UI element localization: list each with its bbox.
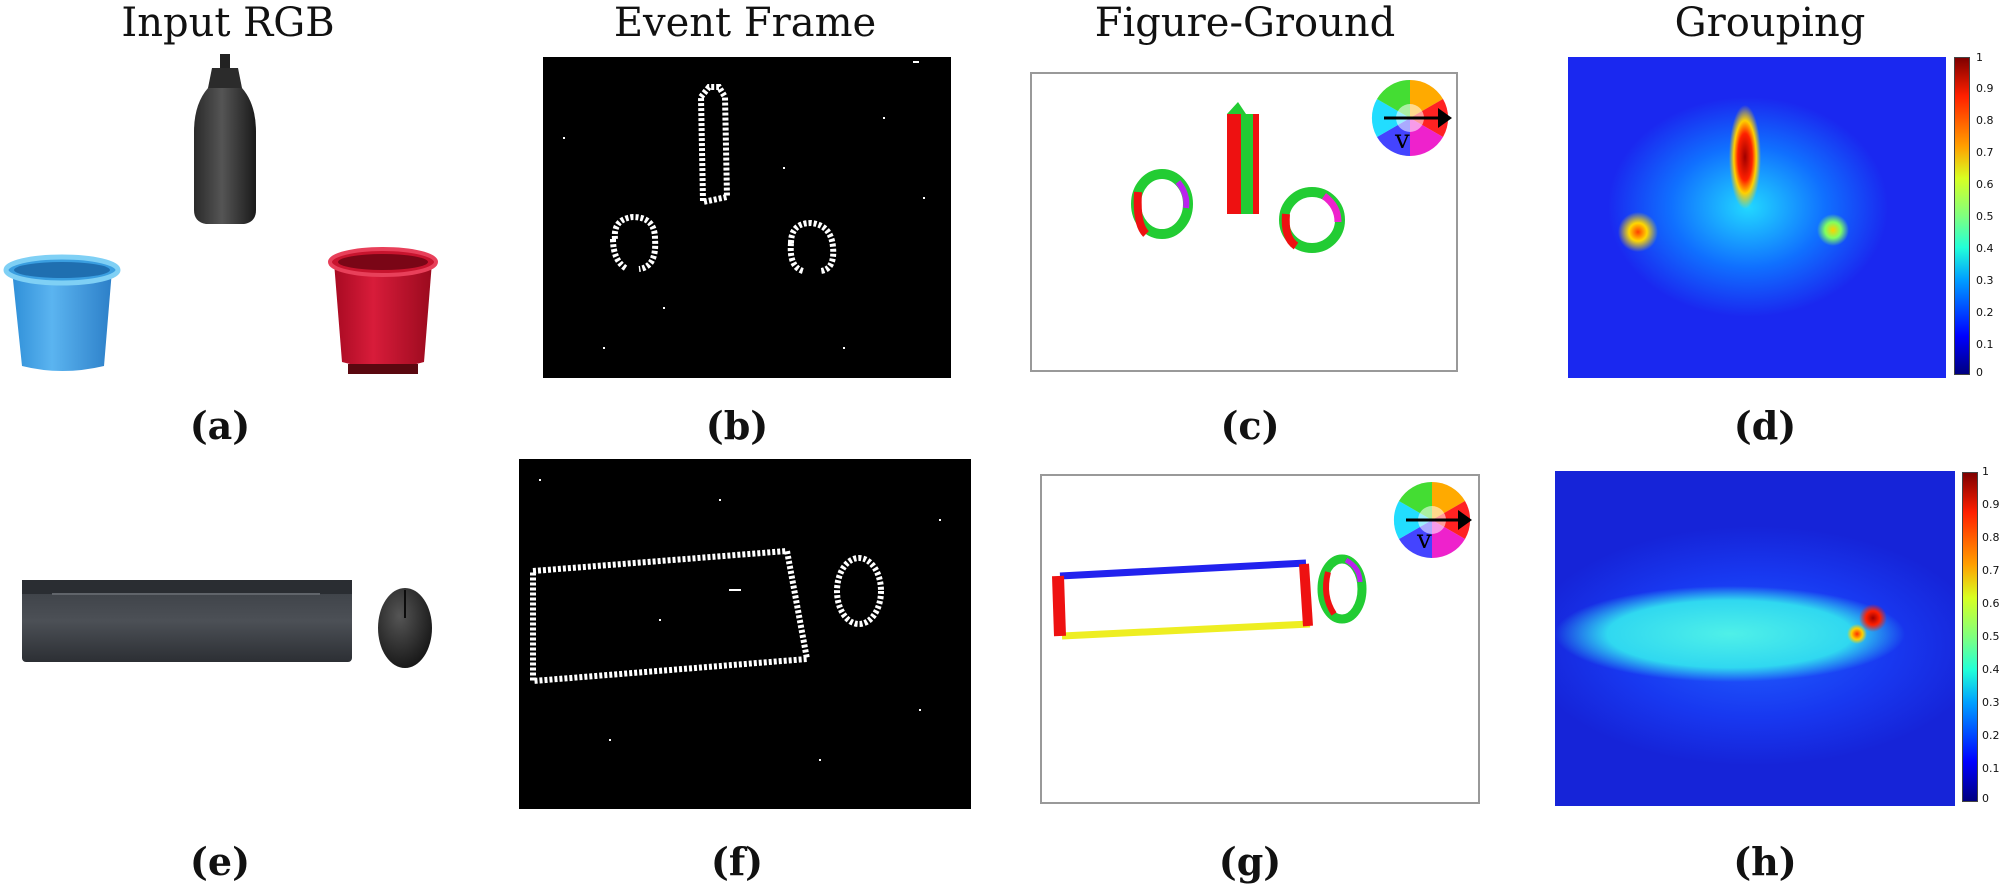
tick-label: 0.8 <box>1982 531 2000 544</box>
tick-label: 0.5 <box>1976 210 1994 223</box>
tick-label: 0.5 <box>1982 630 2000 643</box>
event-noise <box>539 479 941 761</box>
figure-ground-bottle-buckets: v <box>1131 79 1452 253</box>
figure-ground-bottle <box>1227 102 1259 214</box>
colorbar-h <box>1962 472 1978 802</box>
panel-f-event-frame <box>519 459 971 809</box>
caption-c: (c) <box>1220 403 1280 448</box>
figure-ground-keyboard-mouse: v <box>1052 481 1472 640</box>
tick-label: 0.9 <box>1976 82 1994 95</box>
rgb-scene-bottle-buckets <box>3 54 438 374</box>
panel-g-figure-ground: v <box>1040 474 1480 804</box>
tick-label: 0.7 <box>1976 146 1994 159</box>
tick-label: 1 <box>1982 465 1989 478</box>
panel-h-grouping-heatmap <box>1555 471 1955 806</box>
figure-ground-right-bucket <box>1279 187 1345 253</box>
bottle-event-outline <box>697 84 731 206</box>
right-bucket-event-outline <box>787 219 837 274</box>
tick-label: 0.9 <box>1982 498 2000 511</box>
caption-d: (d) <box>1733 403 1797 448</box>
keyboard-event-outline <box>530 547 811 685</box>
tick-label: 0.6 <box>1976 178 1994 191</box>
caption-b: (b) <box>705 403 769 448</box>
velocity-color-wheel <box>1393 481 1472 559</box>
tick-label: 0.4 <box>1976 242 1994 255</box>
tick-label: 0.1 <box>1976 338 1994 351</box>
left-bucket-event-outline <box>610 213 659 272</box>
tick-label: 0.4 <box>1982 663 2000 676</box>
rgb-scene-keyboard-mouse <box>22 580 432 668</box>
velocity-label: v <box>1394 125 1410 155</box>
figure-ground-keyboard <box>1052 559 1313 640</box>
mouse-event-outline <box>834 555 884 627</box>
tick-label: 0.8 <box>1976 114 1994 127</box>
tick-label: 0.3 <box>1976 274 1994 287</box>
panel-b-event-frame <box>543 57 951 378</box>
panel-e-input-rgb <box>0 520 450 680</box>
caption-e: (e) <box>189 839 251 884</box>
figure-ground-mouse <box>1317 554 1367 624</box>
keyboard <box>22 580 352 662</box>
caption-g: (g) <box>1218 839 1282 884</box>
velocity-label: v <box>1416 525 1432 555</box>
panel-d-grouping-heatmap <box>1568 57 1946 378</box>
tick-label: 0.2 <box>1976 306 1994 319</box>
black-bottle <box>194 54 256 224</box>
column-title-figure-ground: Figure-Ground <box>1094 0 1396 46</box>
mouse <box>378 588 432 668</box>
tick-label: 1 <box>1976 51 1983 64</box>
tick-label: 0.7 <box>1982 564 2000 577</box>
red-bucket <box>328 247 438 374</box>
velocity-color-wheel <box>1371 79 1452 157</box>
event-frame-keyboard-mouse <box>530 479 941 761</box>
figure-ground-left-bucket <box>1131 169 1193 239</box>
caption-f: (f) <box>710 839 764 884</box>
tick-label: 0.2 <box>1982 729 2000 742</box>
event-frame-bottle-buckets <box>563 61 925 349</box>
column-title-event-frame: Event Frame <box>613 0 877 46</box>
tick-label: 0 <box>1976 366 1983 379</box>
panel-c-figure-ground: v <box>1030 72 1458 372</box>
column-title-input-rgb: Input RGB <box>121 0 335 46</box>
colorbar-d <box>1954 57 1970 375</box>
tick-label: 0.3 <box>1982 696 2000 709</box>
caption-h: (h) <box>1733 839 1797 884</box>
panel-a-input-rgb <box>0 40 450 380</box>
tick-label: 0.1 <box>1982 762 2000 775</box>
blue-bucket <box>3 254 121 371</box>
tick-label: 0.6 <box>1982 597 2000 610</box>
tick-label: 0 <box>1982 792 1989 805</box>
caption-a: (a) <box>189 403 251 448</box>
event-noise <box>563 61 925 349</box>
column-title-grouping: Grouping <box>1674 0 1866 46</box>
